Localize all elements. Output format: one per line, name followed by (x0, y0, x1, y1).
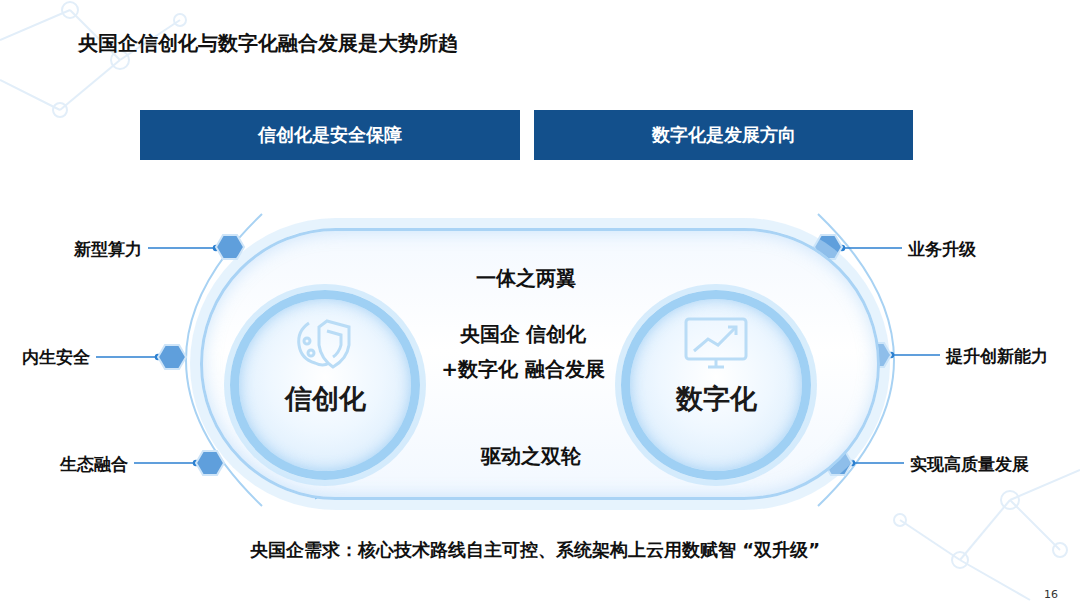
side-label: 新型算力 (74, 238, 142, 261)
banner-box: 数字化是发展方向 (534, 110, 913, 160)
center-text: 驱动之双轮 (441, 439, 621, 474)
circle-node: 信创化 (230, 290, 420, 480)
center-text: 央国企 信创化+数字化 融合发展 (438, 317, 608, 387)
banner-label: 数字化是发展方向 (642, 123, 806, 147)
center-text: 一体之两翼 (436, 261, 616, 296)
chart-monitor-icon (678, 313, 754, 373)
page-number: 16 (1044, 588, 1058, 601)
banner-box: 信创化是安全保障 (140, 110, 520, 160)
circle-node: 数字化 (621, 290, 811, 480)
slide-title: 央国企信创化与数字化融合发展是大势所趋 (78, 30, 458, 57)
stadium-frame: 一体之两翼央国企 信创化+数字化 融合发展驱动之双轮信创化 数字化 (200, 228, 880, 500)
side-label: 提升创新能力 (946, 345, 1048, 368)
shield-icon (287, 313, 363, 373)
requirement-note: 央国企需求：核心技术路线自主可控、系统架构上云用数赋智 “双升级” (140, 538, 930, 562)
side-label: 内生安全 (22, 346, 90, 369)
circle-label: 信创化 (239, 381, 411, 417)
circle-label: 数字化 (630, 381, 802, 417)
side-label: 实现高质量发展 (910, 453, 1029, 476)
banner-label: 信创化是安全保障 (248, 123, 412, 147)
side-label: 业务升级 (908, 238, 976, 261)
side-label: 生态融合 (60, 453, 128, 476)
